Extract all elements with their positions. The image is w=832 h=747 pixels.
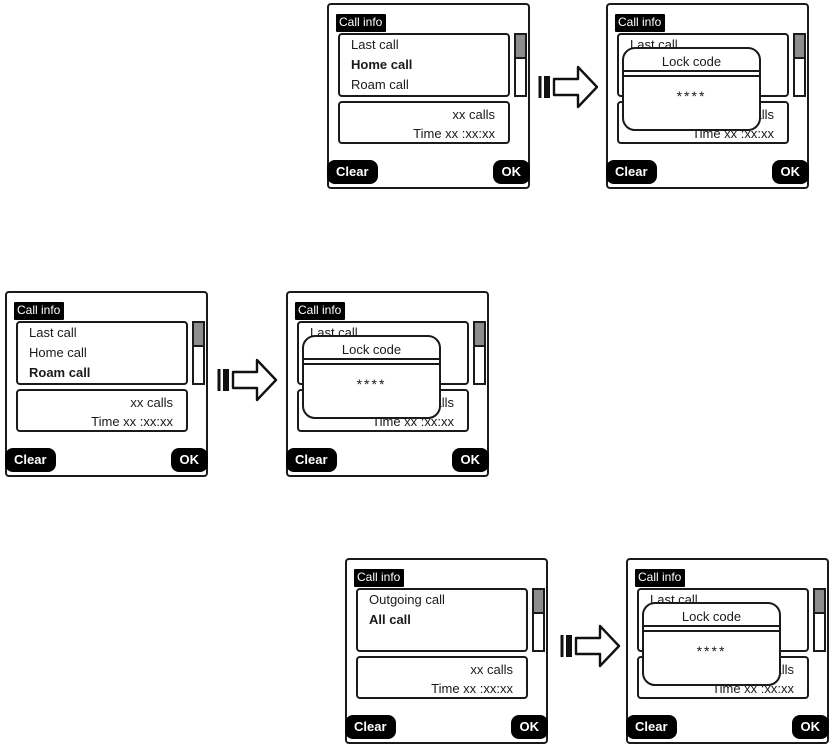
dialog-title: Lock code [304, 337, 439, 360]
scrollbar[interactable] [813, 588, 826, 652]
softkey-ok-button[interactable]: OK [510, 715, 548, 739]
menu-item-selected[interactable]: Roam call [29, 365, 91, 380]
dialog-separator [624, 72, 759, 77]
softkey-clear-button[interactable]: Clear [286, 448, 337, 472]
softkey-ok-button[interactable]: OK [170, 448, 208, 472]
scrollbar-thumb[interactable] [475, 323, 484, 347]
softkey-clear-button[interactable]: Clear [5, 448, 56, 472]
stats-panel: xx calls Time xx :xx:xx [16, 389, 188, 432]
menu-item[interactable]: Roam call [351, 77, 409, 92]
softkey-clear-button[interactable]: Clear [327, 160, 378, 184]
scrollbar-thumb[interactable] [194, 323, 203, 347]
lock-code-input[interactable]: **** [356, 376, 387, 392]
menu-item[interactable]: Last call [351, 37, 399, 52]
softkey-ok-button[interactable]: OK [451, 448, 489, 472]
dialog-title: Lock code [624, 49, 759, 72]
lock-code-dialog: Lock code **** [642, 602, 781, 686]
stats-panel: xx calls Time xx :xx:xx [338, 101, 510, 144]
striped-right-arrow-icon [560, 624, 621, 668]
phone-screen: Call info Last call xx calls Time xx :xx… [626, 558, 829, 744]
softkey-ok-button[interactable]: OK [791, 715, 829, 739]
menu-item[interactable]: Outgoing call [369, 592, 445, 607]
call-time: Time xx :xx:xx [91, 414, 173, 429]
menu-item[interactable]: Last call [29, 325, 77, 340]
call-time: Time xx :xx:xx [431, 681, 513, 696]
screen-header: Call info [615, 14, 666, 32]
lock-code-dialog: Lock code **** [302, 335, 441, 419]
calls-count: xx calls [470, 662, 513, 677]
phone-screen: Call info Outgoing call All call xx call… [345, 558, 548, 744]
phone-screen: Call info Last call xx calls Time xx :xx… [606, 3, 809, 189]
menu-list: Outgoing call All call [356, 588, 528, 652]
lock-code-input[interactable]: **** [696, 643, 727, 659]
screen-header: Call info [336, 14, 387, 32]
softkey-clear-button[interactable]: Clear [626, 715, 677, 739]
screen-header: Call info [14, 302, 65, 320]
stats-panel: xx calls Time xx :xx:xx [356, 656, 528, 699]
striped-right-arrow-icon [217, 358, 278, 402]
softkey-ok-button[interactable]: OK [492, 160, 530, 184]
menu-list: Last call Home call Roam call [338, 33, 510, 97]
dialog-separator [304, 360, 439, 365]
lock-code-input[interactable]: **** [676, 88, 707, 104]
menu-item-selected[interactable]: All call [369, 612, 411, 627]
softkey-clear-button[interactable]: Clear [606, 160, 657, 184]
call-time: Time xx :xx:xx [413, 126, 495, 141]
scrollbar[interactable] [532, 588, 545, 652]
lock-code-dialog: Lock code **** [622, 47, 761, 131]
calls-count: xx calls [130, 395, 173, 410]
scrollbar-thumb[interactable] [795, 35, 804, 59]
screen-header: Call info [354, 569, 405, 587]
phone-screen: Call info Last call Home call Roam call … [5, 291, 208, 477]
scrollbar[interactable] [514, 33, 527, 97]
scrollbar[interactable] [473, 321, 486, 385]
scrollbar-thumb[interactable] [534, 590, 543, 614]
scrollbar-thumb[interactable] [516, 35, 525, 59]
screen-header: Call info [295, 302, 346, 320]
calls-count: xx calls [452, 107, 495, 122]
softkey-clear-button[interactable]: Clear [345, 715, 396, 739]
scrollbar-thumb[interactable] [815, 590, 824, 614]
menu-list: Last call Home call Roam call [16, 321, 188, 385]
phone-screen: Call info Last call Home call Roam call … [327, 3, 530, 189]
striped-right-arrow-icon [538, 65, 599, 109]
phone-screen: Call info Last call xx calls Time xx :xx… [286, 291, 489, 477]
screen-header: Call info [635, 569, 686, 587]
dialog-title: Lock code [644, 604, 779, 627]
softkey-ok-button[interactable]: OK [771, 160, 809, 184]
dialog-separator [644, 627, 779, 632]
scrollbar[interactable] [793, 33, 806, 97]
menu-item-selected[interactable]: Home call [351, 57, 413, 72]
menu-item[interactable]: Home call [29, 345, 87, 360]
scrollbar[interactable] [192, 321, 205, 385]
